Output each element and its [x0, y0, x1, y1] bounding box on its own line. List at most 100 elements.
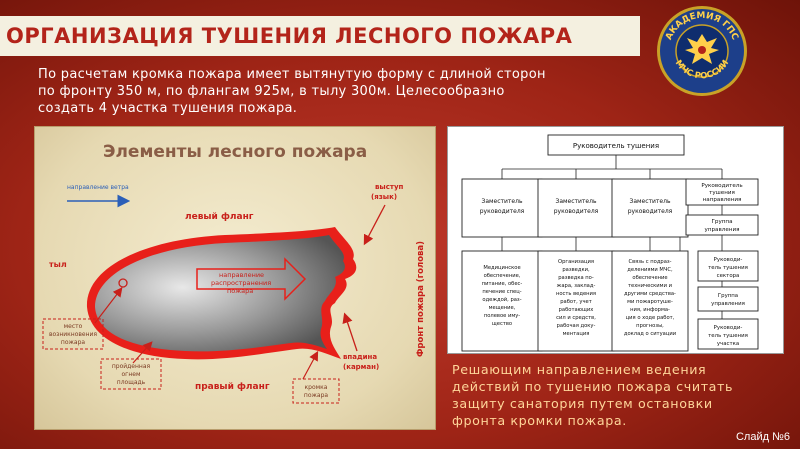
slide-number: Слайд №6 [735, 431, 790, 443]
duty-text: работающих [559, 307, 594, 313]
duty-text: Медицинское [483, 265, 520, 271]
deputy-box-1: Заместитель руководителя [461, 178, 543, 238]
burnt-pointer [132, 341, 153, 364]
control-group-box: Группа управления [685, 214, 759, 236]
group-label: Группа [718, 293, 738, 299]
duty-text: работ, учет [560, 299, 592, 305]
duty-text: ность ведения [556, 291, 596, 297]
deputy-label: руководителя [554, 208, 599, 215]
slide-title: ОРГАНИЗАЦИЯ ТУШЕНИЯ ЛЕСНОГО ПОЖАРА [0, 16, 640, 56]
burnt-label: пройденная [112, 363, 151, 370]
decision-line: Решающим направлением ведения [452, 362, 707, 377]
front-label: Фронт пожара (голова) [416, 241, 426, 357]
duty-text: одеждой, раз- [482, 296, 521, 303]
duty-text: ния, информа- [630, 307, 670, 313]
origin-label: возникновения [49, 331, 97, 338]
duty-text: делениями МЧС, [627, 267, 673, 273]
duty-text: ми пожаротуше- [627, 299, 673, 305]
duty-text: другими средства- [624, 291, 676, 297]
eagle-icon [685, 34, 719, 64]
deputy-label: Заместитель [630, 198, 671, 205]
spread-direction-arrow [196, 257, 307, 301]
duty-box-3: Связь с подраз- делениями МЧС, обеспечен… [611, 250, 689, 352]
duty-text: Организация [558, 259, 594, 265]
duty-text: щество [492, 321, 512, 327]
origin-callout [42, 318, 104, 350]
duty-text: жара, заклад- [557, 283, 596, 289]
burnt-label: огнем [122, 371, 141, 378]
pocket-pointer [342, 312, 358, 352]
protrusion-label: (язык) [371, 193, 397, 201]
origin-pointer [94, 287, 123, 324]
rear-label: тыл [49, 260, 67, 269]
duty-text: Связь с подраз- [628, 259, 671, 265]
sector-head-label: направления [703, 197, 742, 203]
academy-emblem: АКАДЕМИЯ ГПС МЧС РОССИИ [657, 6, 747, 96]
spread-label: пожара [227, 287, 253, 295]
head-label: Руководитель тушения [573, 142, 659, 150]
diagram-heading: Элементы лесного пожара [103, 142, 367, 162]
deputy-box-3: Заместитель руководителя [611, 178, 689, 238]
decision-line: фронта кромки пожара. [452, 413, 627, 428]
deputy-box-2: Заместитель руководителя [537, 178, 615, 238]
control-group-label: Группа [711, 219, 732, 225]
head-box [547, 134, 685, 156]
origin-marker [118, 278, 128, 288]
right-flank-label: правый фланг [195, 382, 270, 392]
duty-text: ция о ходе работ, [626, 315, 675, 321]
origin-label: пожара [61, 339, 85, 346]
edge-label: пожара [304, 392, 328, 399]
sector-leader-label: сектора [717, 273, 740, 279]
deputy-label: Заместитель [556, 198, 597, 205]
protrusion-label: выступ [375, 183, 404, 191]
deputy-label: руководителя [480, 208, 525, 215]
section-leader-label: Руководи- [714, 325, 743, 331]
group-box: Группа управления [697, 286, 759, 312]
edge-pointer [302, 350, 319, 380]
duty-box-1: Медицинское обеспечение, питание, обес- … [461, 250, 543, 352]
duty-text: разведка по- [558, 275, 594, 281]
spread-label: распространения [211, 279, 271, 287]
duty-text: обеспечение, [484, 273, 521, 279]
intro-line: По расчетам кромка пожара имеет вытянуту… [38, 67, 546, 82]
duty-text: печение спец- [482, 289, 521, 295]
intro-line: создать 4 участка тушения пожара. [38, 101, 298, 116]
edge-callout [292, 378, 340, 404]
origin-label: место [64, 323, 83, 330]
burnt-area [95, 235, 345, 352]
duty-text: прогнозы, [636, 323, 664, 329]
sector-leader-label: тель тушения [708, 265, 748, 271]
protrusion-pointer [363, 204, 386, 246]
duty-text: обеспечение [632, 275, 667, 281]
edge-label: кромка [305, 384, 328, 391]
spread-label: направление [219, 271, 264, 279]
group-label: управления [711, 301, 745, 307]
duty-text: техническими и [628, 283, 672, 289]
intro-text: По расчетам кромка пожара имеет вытянуту… [38, 66, 610, 117]
deputy-label: Заместитель [482, 198, 523, 205]
duty-text: ментация [563, 331, 590, 337]
duty-box-2: Организация разведки, разведка по- жара,… [537, 250, 615, 352]
control-group-label: управления [705, 227, 740, 233]
duty-text: разведки, [562, 267, 590, 273]
sector-head-label: Руководитель [701, 183, 742, 189]
left-flank-label: левый фланг [185, 212, 254, 222]
sector-leader-box: Руководи- тель тушения сектора [697, 250, 759, 282]
section-leader-box: Руководи- тель тушения участка [697, 318, 759, 350]
deputy-label: руководителя [628, 208, 673, 215]
section-leader-label: тель тушения [708, 333, 748, 339]
duty-text: полевое иму- [484, 313, 520, 319]
sector-head-box: Руководитель тушения направления [685, 178, 759, 206]
burnt-callout [100, 358, 162, 390]
wind-label: направление ветра [67, 184, 129, 191]
duty-text: мещение, [489, 305, 516, 311]
decision-line: защиту санатория путем остановки [452, 396, 713, 411]
duty-text: питание, обес- [482, 281, 523, 287]
intro-line: по фронту 350 м, по флангам 925м, в тылу… [38, 84, 505, 99]
sector-leader-label: Руководи- [714, 257, 743, 263]
duty-text: доклад о ситуации [624, 331, 676, 337]
org-chart: Руководитель тушения Заместитель руковод… [447, 126, 784, 354]
pocket-label: (карман) [343, 363, 379, 371]
fire-elements-diagram: Элементы лесного пожара направление ветр… [34, 126, 436, 430]
sector-head-label: тушения [709, 190, 735, 196]
